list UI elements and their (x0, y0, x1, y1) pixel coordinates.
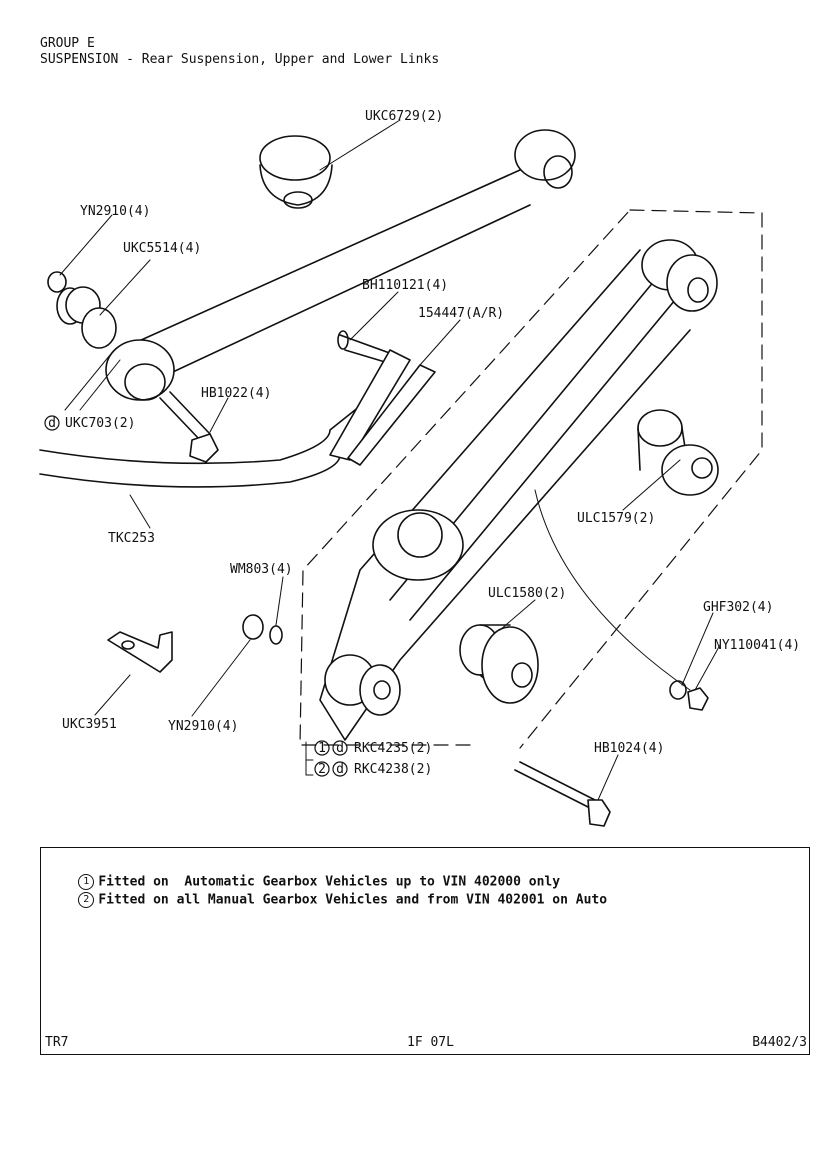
part-label: 154447(A/R) (418, 306, 504, 321)
group-label: GROUP E (40, 36, 95, 51)
part-label: YN2910(4) (168, 719, 238, 734)
part-label: UKC3951 (62, 717, 117, 732)
bush-stack-drawing (47, 271, 117, 349)
note-marker: 2 (78, 892, 95, 908)
part-label: ULC1579(2) (577, 511, 655, 526)
anti-roll-bar-drawing (39, 389, 401, 488)
marker-d: d (48, 416, 56, 431)
part-label: UKC6729(2) (365, 109, 443, 124)
bracket-drawing (329, 330, 436, 466)
bump-stop-drawing (259, 135, 333, 209)
footer-model: TR7 (45, 1035, 69, 1050)
part-label: NY110041(4) (714, 638, 800, 653)
upper-link-drawing (105, 129, 576, 401)
parts-diagram: 1 d 2 d d UKC6729(2) YN2910(4) UKC5514(4… (39, 109, 800, 827)
note-text: Fitted on Automatic Gearbox Vehicles up … (98, 874, 561, 890)
marker-two: 2 (318, 762, 326, 777)
part-label: ULC1580(2) (488, 586, 566, 601)
part-label: UKC703(2) (65, 416, 135, 431)
footer-ref: B4402/3 (752, 1035, 807, 1050)
part-label: YN2910(4) (80, 204, 150, 219)
marker-d: d (336, 741, 344, 756)
note-marker: 1 (78, 874, 95, 890)
bolt-hb1022-drawing (159, 391, 219, 463)
lower-link-drawing (319, 239, 718, 741)
footer-page: 1F 07L (407, 1035, 454, 1050)
bolt-hb1024-drawing (514, 761, 611, 827)
part-label: RKC4238(2) (354, 762, 432, 777)
part-label: GHF302(4) (703, 600, 773, 615)
part-label: HB1022(4) (201, 386, 271, 401)
bush-ulc1580-drawing (459, 624, 539, 704)
assembly-outline (299, 209, 763, 749)
part-label: UKC5514(4) (123, 241, 201, 256)
marker-one: 1 (318, 741, 326, 756)
note-text: Fitted on all Manual Gearbox Vehicles an… (98, 892, 608, 908)
part-label: RKC4235(2) (354, 741, 432, 756)
page-title: SUSPENSION - Rear Suspension, Upper and … (40, 52, 440, 67)
part-label: WM803(4) (230, 562, 293, 577)
part-label: HB1024(4) (594, 741, 664, 756)
bush-ulc1579-drawing (637, 409, 719, 496)
part-label: BH110121(4) (362, 278, 448, 293)
part-label: TKC253 (108, 531, 155, 546)
bracket-ukc3951-drawing (107, 631, 173, 673)
nut-washer-drawing (242, 614, 283, 645)
lower-nut-drawing (669, 680, 709, 711)
leader-lines (59, 119, 721, 801)
marker-d: d (336, 762, 344, 777)
